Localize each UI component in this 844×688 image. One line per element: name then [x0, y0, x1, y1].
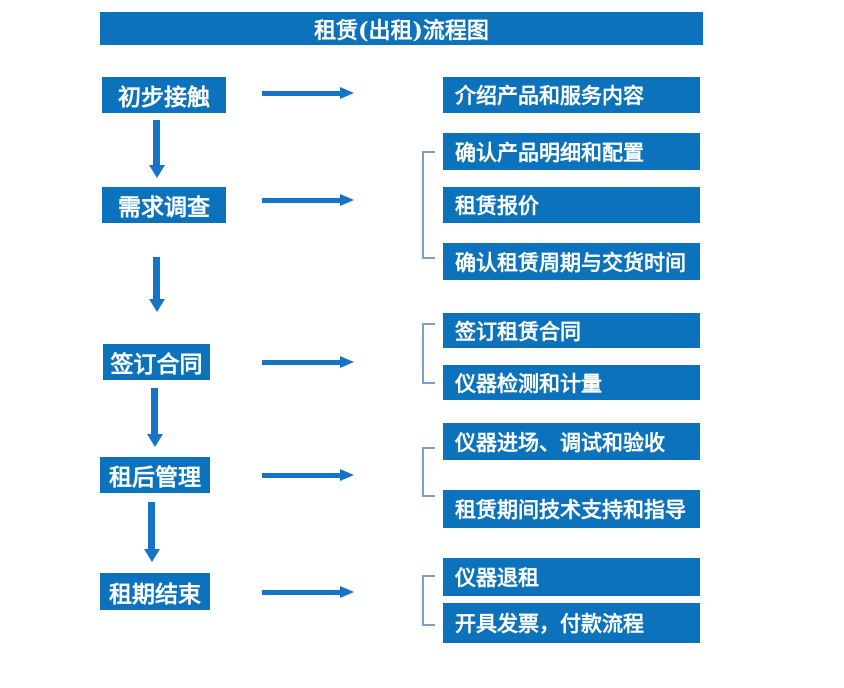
page-title: 租赁(出租)流程图: [100, 12, 703, 45]
step-box-sign-contract: 签订合同: [103, 344, 210, 380]
bracket-tick: [424, 447, 435, 449]
arrow-head-icon: [340, 356, 354, 368]
group-bracket-demand-survey: [422, 151, 435, 259]
group-bracket-sign-contract: [422, 323, 435, 384]
group-bracket-rental-end: [422, 575, 435, 626]
step-box-rental-end: 租期结束: [100, 573, 210, 610]
down-arrow-step1-2: [149, 120, 165, 178]
detail-box-tech-support: 租赁期间技术支持和指导: [443, 490, 700, 528]
down-arrow-step3-4: [147, 388, 163, 447]
bracket-tick: [424, 495, 435, 497]
bracket-tick: [424, 382, 435, 384]
arrow-shaft: [262, 91, 341, 96]
arrow-head-icon: [149, 165, 165, 178]
arrow-head-icon: [144, 549, 160, 562]
detail-box-invoice-payment: 开具发票，付款流程: [443, 603, 700, 643]
detail-box-confirm-product-details: 确认产品明细和配置: [443, 133, 700, 170]
detail-box-introduce-products: 介绍产品和服务内容: [443, 77, 700, 113]
bracket-tick: [424, 151, 435, 153]
right-arrow-step1: [262, 87, 354, 100]
detail-box-rental-quote: 租赁报价: [443, 187, 700, 223]
bracket-tick: [424, 624, 435, 626]
right-arrow-step2: [262, 194, 354, 207]
arrow-shaft: [262, 590, 341, 595]
detail-box-sign-rental-contract: 签订租赁合同: [443, 313, 700, 348]
detail-box-confirm-rental-period: 确认租赁周期与交货时间: [443, 243, 700, 280]
bracket-tick: [424, 257, 435, 259]
arrow-head-icon: [340, 469, 354, 481]
arrow-shaft: [151, 388, 158, 434]
arrow-head-icon: [147, 434, 163, 447]
arrow-shaft: [262, 360, 341, 365]
detail-box-instrument-testing: 仪器检测和计量: [443, 365, 700, 400]
step-box-post-rental-management: 租后管理: [100, 457, 210, 493]
arrow-shaft: [262, 198, 341, 203]
bracket-tick: [424, 323, 435, 325]
arrow-head-icon: [340, 194, 354, 206]
arrow-head-icon: [149, 299, 165, 312]
step-box-demand-survey: 需求调查: [102, 187, 226, 223]
detail-box-instrument-return: 仪器退租: [443, 558, 700, 596]
arrow-head-icon: [340, 586, 354, 598]
right-arrow-step3: [262, 356, 354, 369]
step-box-initial-contact: 初步接触: [102, 77, 226, 113]
right-arrow-step5: [262, 586, 354, 599]
arrow-shaft: [153, 120, 160, 165]
arrow-shaft: [262, 473, 341, 478]
down-arrow-step4-5: [144, 502, 160, 562]
arrow-head-icon: [340, 87, 354, 99]
right-arrow-step4: [262, 469, 354, 482]
detail-box-instrument-setup-acceptance: 仪器进场、调试和验收: [443, 423, 700, 460]
down-arrow-step2-3: [149, 257, 165, 312]
bracket-tick: [424, 575, 435, 577]
arrow-shaft: [148, 502, 155, 549]
group-bracket-post-rental: [422, 447, 435, 497]
arrow-shaft: [153, 257, 160, 299]
